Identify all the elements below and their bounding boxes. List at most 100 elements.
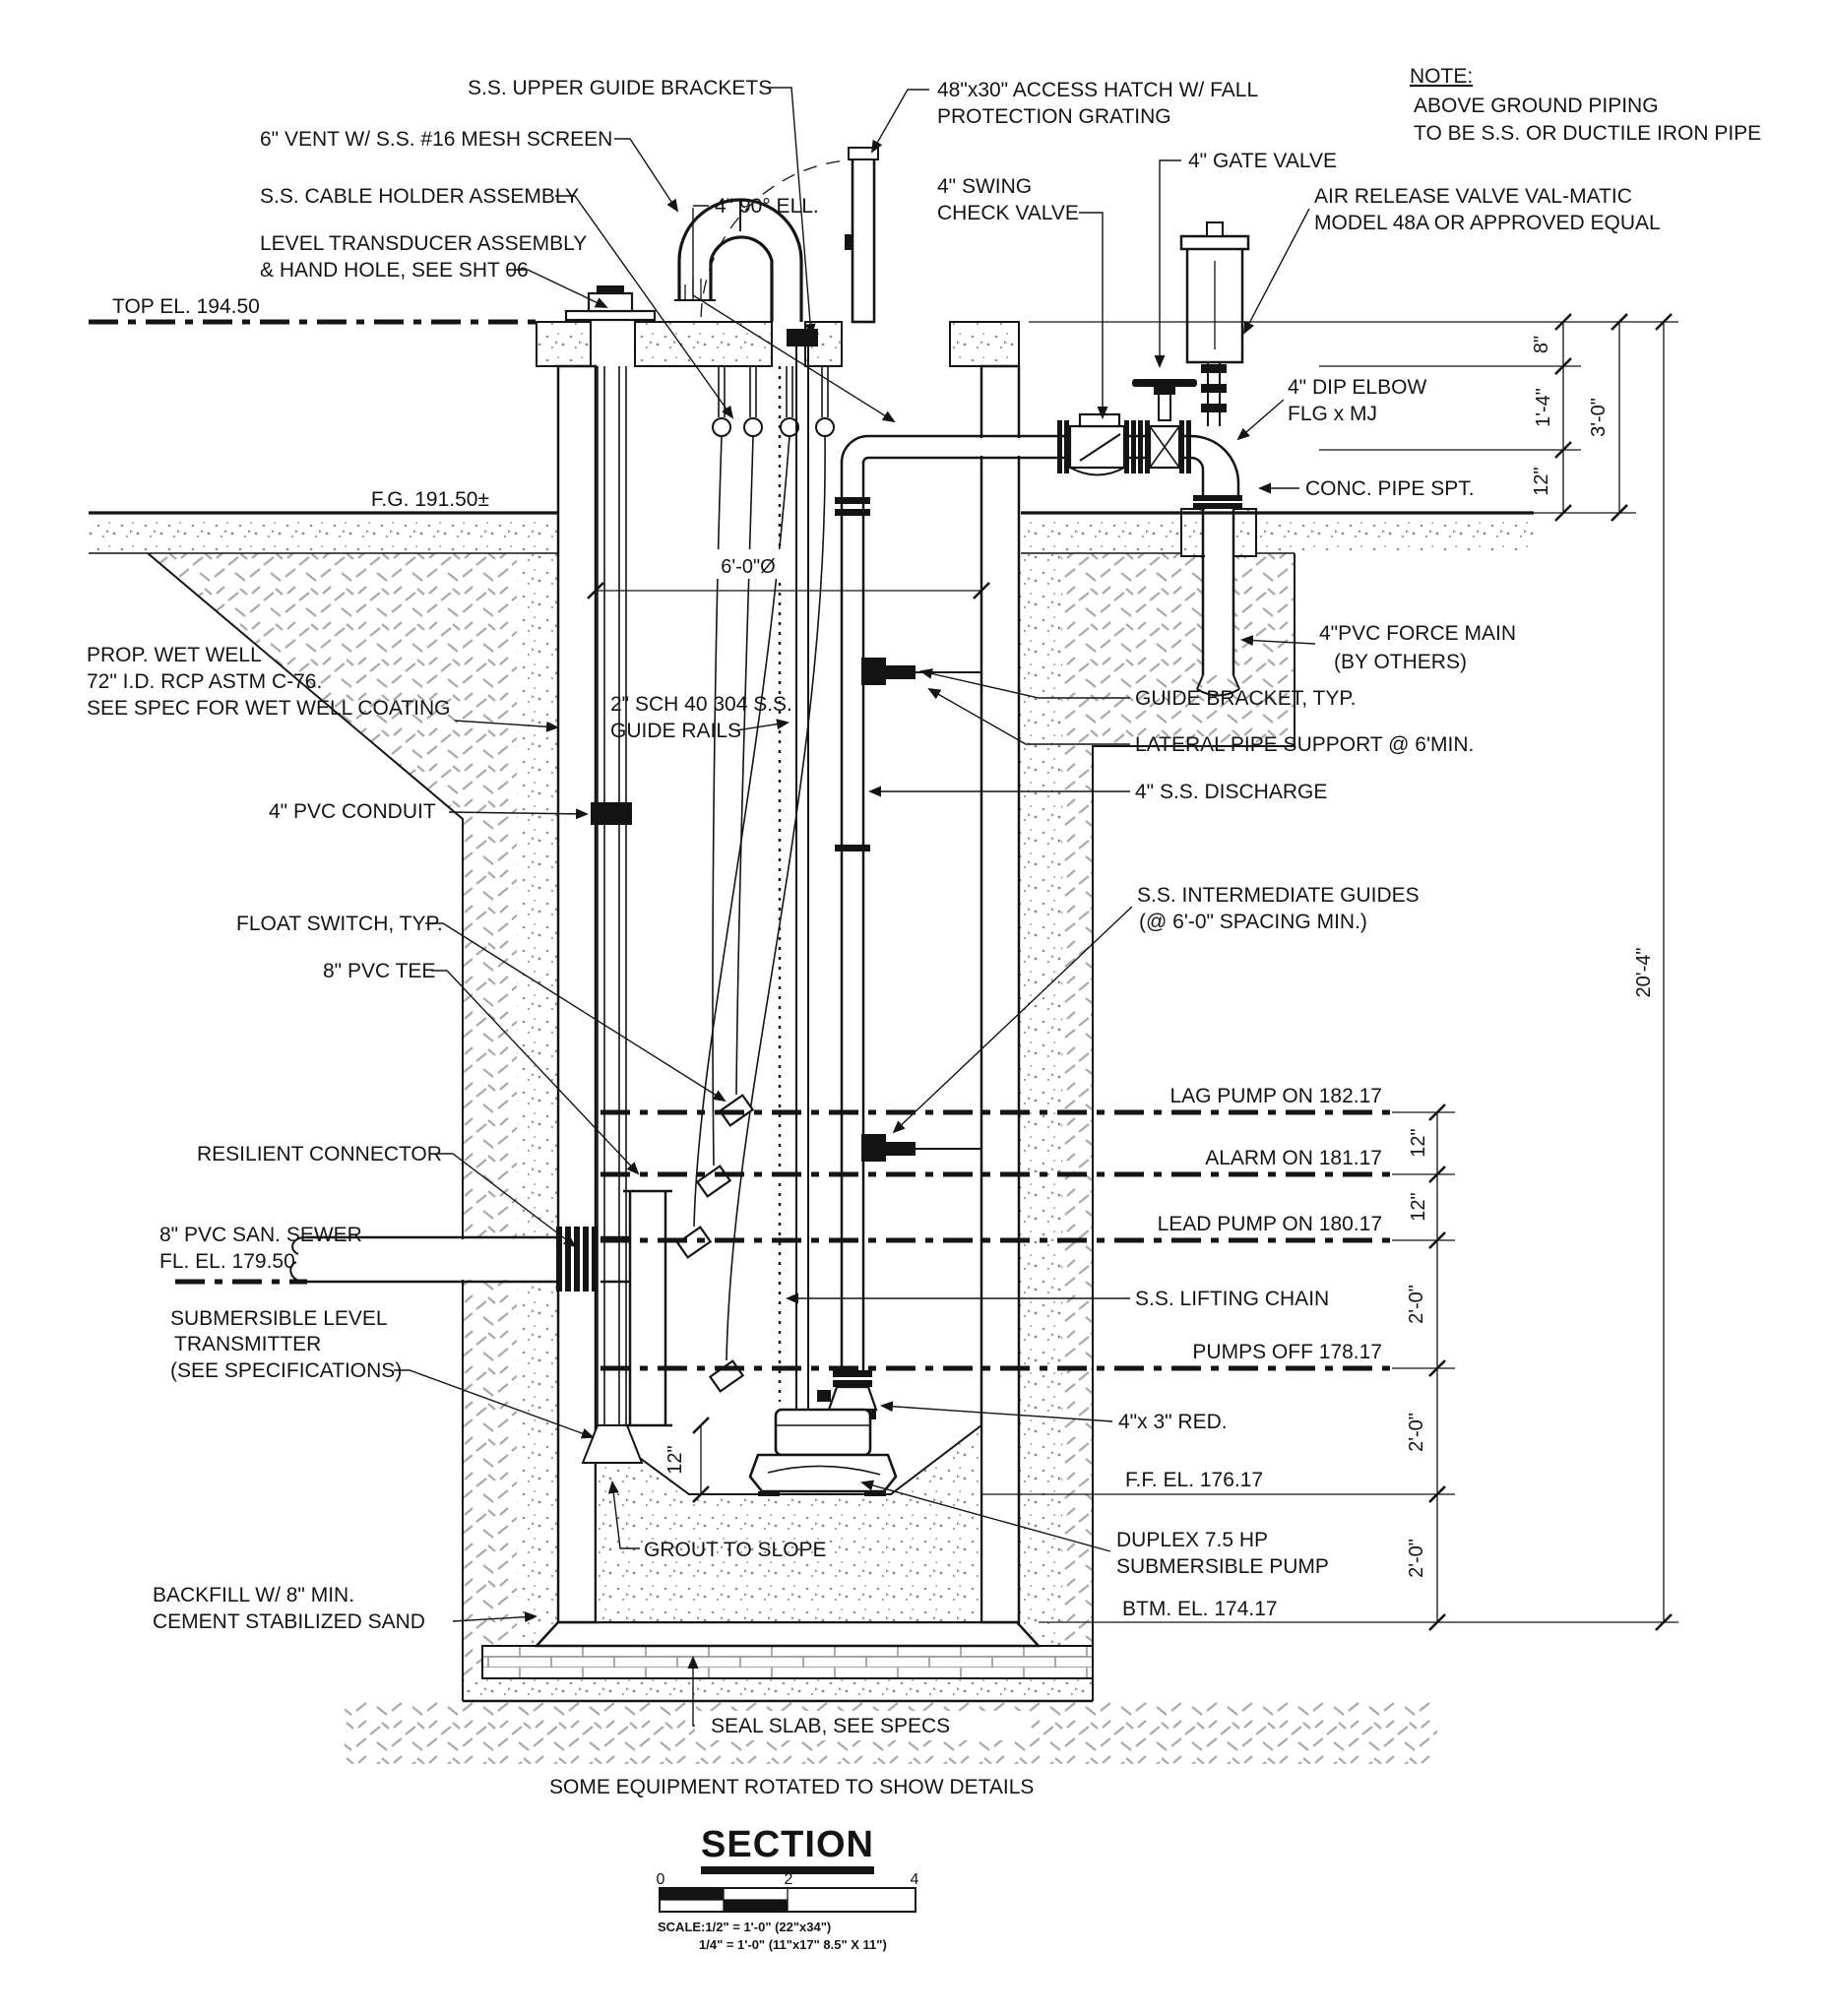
top-slab-block (536, 321, 592, 367)
note-line-2: TO BE S.S. OR DUCTILE IRON PIPE (1414, 122, 1761, 145)
label-transducer-2: & HAND HOLE, SEE SHT 06 (260, 259, 529, 282)
submersible-pump (748, 1390, 898, 1496)
gate-valve (1132, 379, 1197, 473)
dim-12-b: 12" (1408, 1192, 1429, 1221)
label-lead-pump-on: LEAD PUMP ON 180.17 (1158, 1213, 1382, 1235)
label-swing-1: 4" SWING (937, 175, 1032, 198)
label-cable-holder: S.S. CABLE HOLDER ASSEMBLY (260, 185, 579, 208)
scale-note-1: SCALE:1/2" = 1'-0" (22"x34") (658, 1920, 831, 1934)
float-cable (735, 435, 754, 1096)
access-hatch-lid (700, 147, 879, 324)
label-transducer-1: LEVEL TRANSDUCER ASSEMBLY (260, 232, 587, 255)
label-force-main-1: 4"PVC FORCE MAIN (1319, 622, 1516, 645)
label-air-release-2: MODEL 48A OR APPROVED EQUAL (1314, 212, 1661, 234)
cable-hook (815, 417, 835, 437)
guide-rails (787, 329, 981, 1432)
label-pvc-tee: 8" PVC TEE (323, 960, 435, 982)
label-force-main-2: (BY OTHERS) (1334, 651, 1467, 673)
leader-lines (394, 87, 1316, 1727)
label-lifting-chain: S.S. LIFTING CHAIN (1135, 1288, 1329, 1310)
float-cable (693, 435, 790, 1228)
scale-note-2: 1/4" = 1'-0" (11"x17" 8.5" X 11") (699, 1937, 887, 1952)
top-slab-block (949, 321, 1020, 367)
dim-1-4: 1'-4" (1533, 388, 1554, 427)
wet-well-structure (481, 321, 1094, 1679)
title-block: SEAL SLAB, SEE SPECS SOME EQUIPMENT ROTA… (549, 1711, 1034, 1952)
label-intermediate-guides-2: (@ 6'-0" SPACING MIN.) (1139, 911, 1367, 933)
float-switch (695, 1165, 732, 1198)
floats-and-chain (675, 366, 835, 1402)
label-reducer: 4"x 3" RED. (1118, 1411, 1228, 1433)
dim-slab-8: 8" (1531, 336, 1552, 353)
reference-lines (89, 319, 1534, 1371)
dimension-lines: 6'-0"Ø 8" 1'-4" 12" 3'-0" 20'-4" 12" 12"… (587, 313, 1678, 1631)
label-level-transmitter-1: SUBMERSIBLE LEVEL (170, 1307, 388, 1330)
cable-hook (712, 417, 731, 437)
label-guide-rails-2: GUIDE RAILS (610, 720, 741, 742)
label-dip-elbow-2: FLG x MJ (1288, 403, 1377, 425)
right-soil-hatch (1061, 553, 1093, 1701)
pvc-tee-graphic (623, 1189, 672, 1427)
label-float-switch: FLOAT SWITCH, TYP. (236, 913, 443, 935)
dim-12-bench: 12" (664, 1445, 686, 1474)
section-title-underline (701, 1866, 874, 1874)
label-access-hatch-2: PROTECTION GRATING (937, 105, 1171, 128)
label-duplex-pump-1: DUPLEX 7.5 HP (1116, 1529, 1268, 1551)
graphic-scale-bar: 0 2 4 SCALE:1/2" = 1'-0" (22"x34") 1/4" … (657, 1871, 919, 1952)
label-lateral-support: LATERAL PIPE SUPPORT @ 6'MIN. (1135, 733, 1474, 756)
label-finished-grade: F.G. 191.50± (371, 488, 489, 511)
dip-elbow (1190, 434, 1242, 509)
label-intermediate-guides-1: S.S. INTERMEDIATE GUIDES (1137, 884, 1420, 907)
dim-12-top: 12" (1531, 467, 1552, 495)
precast-base (534, 1620, 1042, 1648)
note-line-1: ABOVE GROUND PIPING (1414, 94, 1659, 117)
scale-tick-0: 0 (657, 1871, 665, 1888)
vent-gooseneck (674, 198, 803, 322)
label-top-elevation: TOP EL. 194.50 (112, 295, 260, 318)
label-backfill-2: CEMENT STABILIZED SAND (153, 1610, 425, 1633)
right-excavation-limit (1092, 553, 1295, 1701)
dim-2-0-c: 2'-0" (1406, 1539, 1427, 1578)
force-main-pipe (1196, 509, 1240, 697)
upper-guide-bracket (787, 329, 818, 346)
float-switch (708, 1359, 745, 1393)
level-transmitter-bell (581, 1424, 644, 1464)
label-pvc-conduit: 4" PVC CONDUIT (269, 800, 436, 823)
label-backfill-1: BACKFILL W/ 8" MIN. (153, 1584, 354, 1606)
label-dip-elbow-1: 4" DIP ELBOW (1288, 376, 1426, 399)
label-san-sewer-2: FL. EL. 179.50 (159, 1250, 295, 1273)
label-air-release-1: AIR RELEASE VALVE VAL-MATIC (1314, 185, 1632, 208)
label-pumps-off: PUMPS OFF 178.17 (1192, 1341, 1382, 1363)
scale-tick-2: 2 (785, 1871, 793, 1888)
cable-hook (743, 417, 763, 437)
label-guide-bracket: GUIDE BRACKET, TYP. (1135, 687, 1356, 710)
right-ground-backfill-band (1021, 513, 1534, 553)
grout-fill (595, 1422, 982, 1623)
label-conc-pipe-support: CONC. PIPE SPT. (1305, 477, 1475, 500)
pump-reducer (827, 1370, 878, 1412)
label-resilient-connector: RESILIENT CONNECTOR (197, 1143, 442, 1166)
right-wall-backfill (1017, 553, 1061, 1701)
seal-slab (481, 1645, 1094, 1679)
float-switch (675, 1226, 713, 1259)
label-finished-floor: F.F. EL. 176.17 (1125, 1469, 1263, 1491)
guide-bracket-intermediate (854, 1134, 981, 1162)
footnote-rotated-equipment: SOME EQUIPMENT ROTATED TO SHOW DETAILS (549, 1776, 1034, 1798)
label-seal-slab: SEAL SLAB, SEE SPECS (711, 1715, 950, 1737)
label-upper-guide-brackets: S.S. UPPER GUIDE BRACKETS (468, 77, 772, 99)
discharge-piping (748, 221, 1257, 1496)
dim-3-0: 3'-0" (1588, 398, 1610, 437)
left-wall (556, 364, 598, 1624)
force-main-trench-hatch (1093, 553, 1295, 746)
dim-2-0-a: 2'-0" (1406, 1285, 1427, 1324)
text-labels: S.S. UPPER GUIDE BRACKETS 6" VENT W/ S.S… (87, 65, 1761, 1633)
air-release-valve (1179, 221, 1250, 426)
label-grout-to-slope: GROUT TO SLOPE (644, 1539, 827, 1561)
label-swing-2: CHECK VALVE (937, 202, 1079, 224)
float-cable (712, 435, 723, 1166)
label-prop-wet-well-3: SEE SPEC FOR WET WELL COATING (87, 697, 451, 720)
label-san-sewer-1: 8" PVC SAN. SEWER (159, 1224, 362, 1246)
riser-elbow-outer (840, 434, 869, 464)
label-prop-wet-well-2: 72" I.D. RCP ASTM C-76. (87, 670, 322, 693)
check-valve (1057, 412, 1136, 476)
